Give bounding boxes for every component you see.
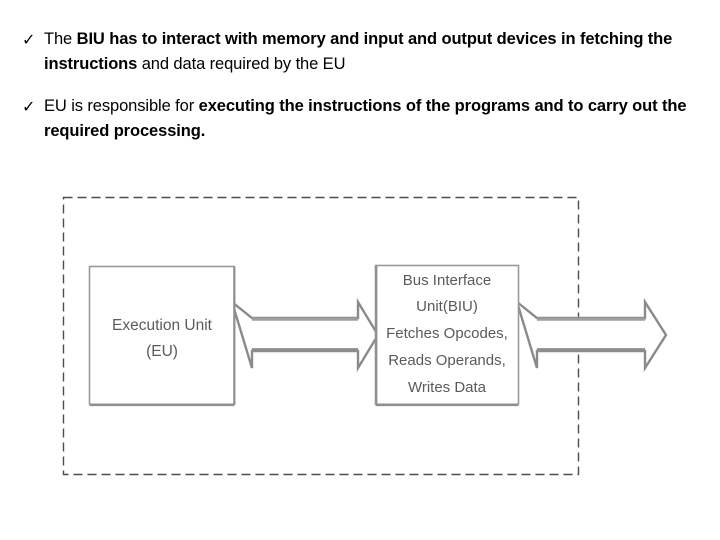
bullet-list: ✓ The BIU has to interact with memory an…: [22, 27, 698, 161]
eu-biu-bidirectional-arrow: [229, 297, 380, 373]
checkmark-bullet-icon: ✓: [22, 97, 36, 116]
execution-unit-label-line-2: (EU): [146, 343, 178, 360]
bus-interface-unit-box: [374, 264, 520, 406]
checkmark-bullet-icon: ✓: [22, 30, 36, 49]
biu-label-line-1: Bus Interface: [403, 272, 491, 289]
bullet-text-1: The BIU has to interact with memory and …: [44, 27, 698, 77]
execution-unit-box: [88, 265, 236, 406]
biu-label-line-2: Unit(BIU): [416, 298, 478, 315]
biu-label-line-3: Fetches Opcodes,: [386, 325, 508, 342]
outer-dashed-container: [62, 196, 580, 476]
bullet-2-seg-1: executing the instructions of the progra…: [44, 97, 687, 140]
biu-label-line-4: Reads Operands,: [388, 352, 506, 369]
bullet-1-seg-1: BIU has to interact with memory and inpu…: [44, 30, 673, 73]
execution-unit-label-line-1: Execution Unit: [112, 317, 213, 334]
list-item: ✓ EU is responsible for executing the in…: [22, 94, 698, 144]
bullet-1-seg-0: The: [44, 30, 77, 48]
list-item: ✓ The BIU has to interact with memory an…: [22, 27, 698, 77]
execution-unit-block: Execution Unit (EU): [88, 265, 236, 407]
biu-external-bus-bidirectional-arrow: [514, 297, 668, 373]
bullet-1-seg-2: and data required by the EU: [137, 55, 346, 73]
bullet-2-seg-0: EU is responsible for: [44, 97, 199, 115]
bullet-text-2: EU is responsible for executing the inst…: [44, 94, 698, 144]
biu-label-line-5: Writes Data: [408, 379, 487, 396]
bus-interface-unit-block: Bus Interface Unit(BIU) Fetches Opcodes,…: [374, 264, 520, 407]
